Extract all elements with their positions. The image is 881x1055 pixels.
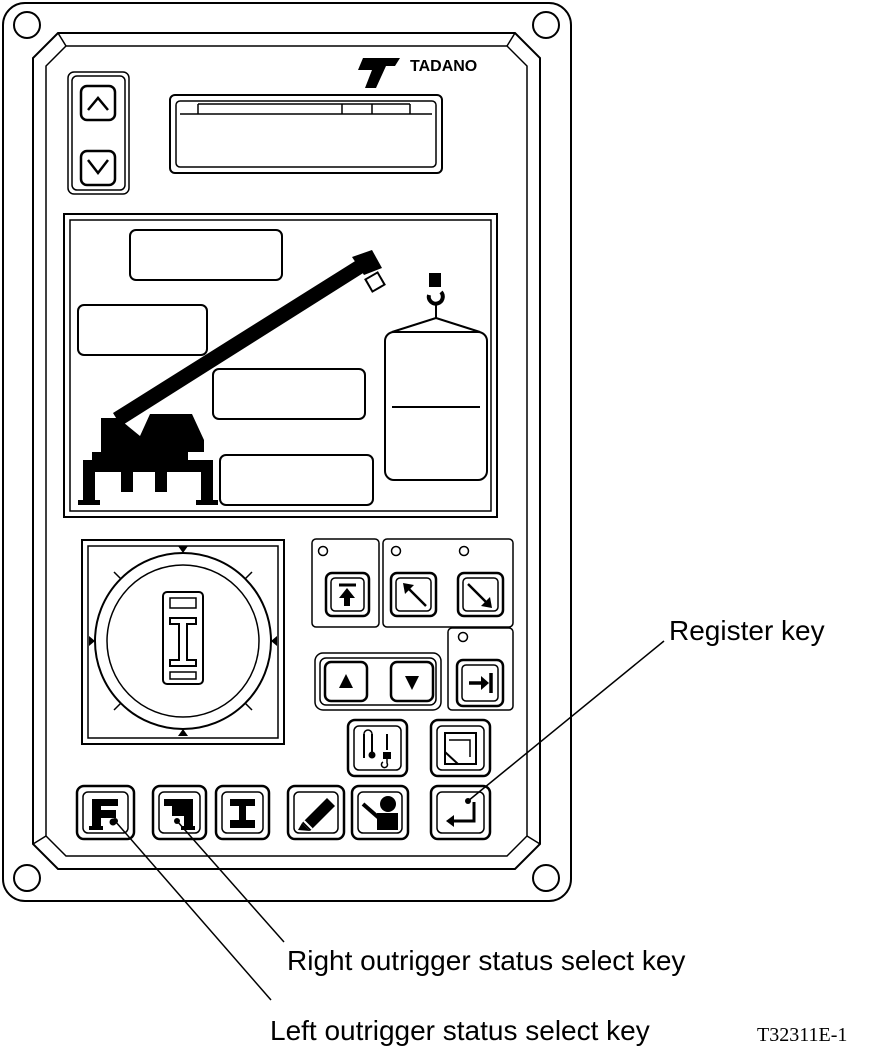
triangle-up-icon bbox=[339, 674, 353, 688]
display-box-4 bbox=[219, 454, 374, 506]
slewing-display bbox=[81, 539, 285, 745]
register-enter-icon bbox=[446, 802, 476, 827]
boom-raise-button[interactable] bbox=[389, 571, 438, 618]
boom-lower-button[interactable] bbox=[456, 571, 505, 618]
jib-extend-button[interactable] bbox=[324, 571, 371, 618]
display-box-3 bbox=[212, 368, 366, 420]
right-outrigger-icon bbox=[164, 799, 195, 830]
scroll-keys bbox=[67, 71, 130, 195]
arrow-bar-key-group bbox=[447, 627, 514, 711]
right-outrigger-key-label: Right outrigger status select key bbox=[287, 945, 685, 976]
chevron-down-icon bbox=[87, 159, 109, 176]
display-box-2 bbox=[77, 304, 208, 356]
tadano-logo: TADANO bbox=[358, 58, 477, 88]
up-button[interactable] bbox=[79, 84, 117, 122]
brand-name: TADANO bbox=[410, 58, 477, 75]
panel-outer bbox=[2, 2, 572, 902]
register-button[interactable] bbox=[429, 784, 492, 841]
page-button[interactable] bbox=[429, 718, 492, 778]
register-key-label: Register key bbox=[669, 615, 825, 646]
triangle-down-icon bbox=[405, 676, 419, 690]
triangle-down-button[interactable] bbox=[389, 660, 435, 703]
operator-icon bbox=[361, 796, 398, 830]
display-box-1 bbox=[129, 229, 283, 281]
operator-button[interactable] bbox=[350, 784, 410, 841]
load-display-box bbox=[384, 331, 488, 481]
arrow-to-bar-icon bbox=[469, 673, 493, 693]
boom-raise-icon bbox=[403, 583, 427, 607]
down-button[interactable] bbox=[79, 149, 117, 187]
pencil-icon bbox=[298, 798, 335, 831]
carrier-icon bbox=[162, 591, 204, 685]
page-icon bbox=[444, 732, 477, 765]
left-outrigger-button[interactable] bbox=[75, 784, 136, 841]
winch-button[interactable] bbox=[346, 718, 409, 778]
triangle-up-button[interactable] bbox=[323, 660, 369, 703]
pencil-button[interactable] bbox=[286, 784, 346, 841]
jib-extend-icon bbox=[339, 583, 356, 606]
figure-code: T32311E-1 bbox=[757, 1024, 847, 1046]
arrow-bar-button[interactable] bbox=[455, 658, 505, 708]
winch-hook-icon bbox=[363, 729, 391, 769]
chevron-up-icon bbox=[87, 96, 109, 111]
boom-lower-icon bbox=[467, 583, 492, 608]
left-outrigger-key-label: Left outrigger status select key bbox=[270, 1015, 650, 1046]
top-display bbox=[169, 94, 443, 174]
jib-key-group bbox=[311, 538, 380, 628]
load-hook-icon bbox=[391, 273, 481, 333]
outrigger-full-icon bbox=[230, 799, 255, 828]
outrigger-full-button[interactable] bbox=[214, 784, 271, 841]
boom-key-group bbox=[382, 538, 514, 628]
triangle-key-group bbox=[314, 652, 442, 711]
main-display bbox=[63, 213, 498, 518]
callout-leaders bbox=[112, 640, 665, 1001]
right-outrigger-button[interactable] bbox=[151, 784, 208, 841]
crane-icon bbox=[78, 250, 386, 505]
